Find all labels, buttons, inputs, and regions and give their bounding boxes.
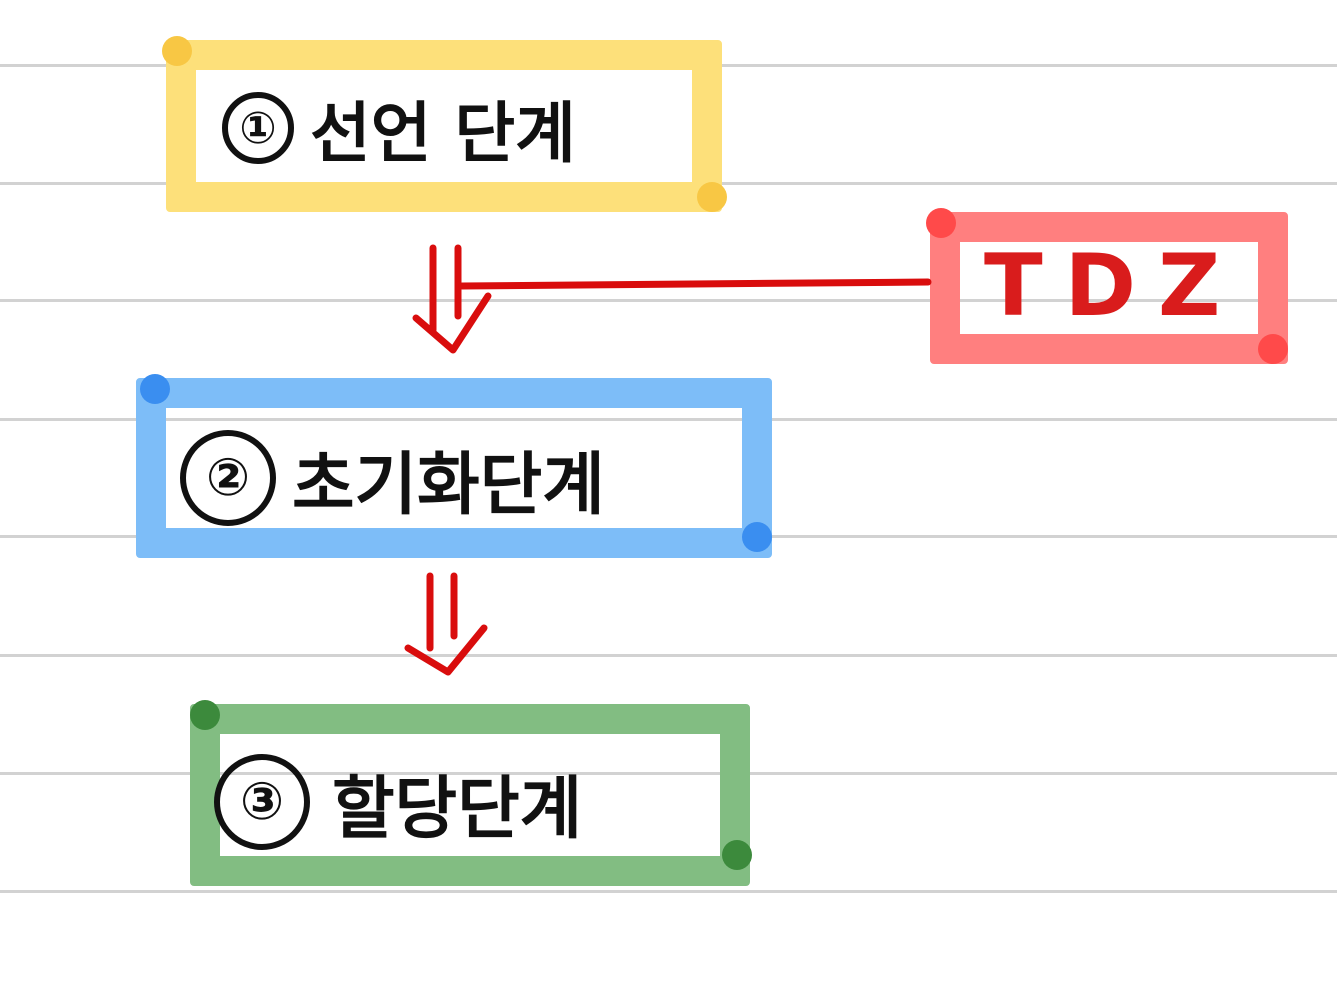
initialization-step-box: [136, 378, 772, 558]
ruled-line: [0, 654, 1337, 657]
step-text: 할당단계: [332, 769, 583, 849]
ruled-line: [0, 890, 1337, 893]
tdz-box: [930, 212, 1288, 364]
down-arrow-1: [412, 292, 492, 354]
marker-dot: [140, 374, 170, 404]
tdz-connector-line: [458, 278, 932, 290]
assignment-step-box: [190, 704, 750, 886]
marker-dot: [162, 36, 192, 66]
marker-dot: [190, 700, 220, 730]
step-number: ①: [222, 92, 294, 164]
declaration-step-box: [166, 40, 722, 212]
ruled-line: [0, 772, 1337, 775]
marker-dot: [697, 182, 727, 212]
step-number: ③: [214, 754, 310, 850]
tdz-label: TDZ: [984, 236, 1243, 336]
marker-dot: [926, 208, 956, 238]
step-text: 선언 단계: [310, 95, 576, 172]
marker-dot: [1258, 334, 1288, 364]
marker-dot: [742, 522, 772, 552]
assignment-step-label: ③ 할당단계: [214, 752, 582, 852]
ruled-line: [0, 299, 1337, 302]
ruled-line: [0, 418, 1337, 421]
step-text: 초기화단계: [292, 445, 605, 525]
marker-dot: [722, 840, 752, 870]
initialization-step-label: ② 초기화단계: [180, 428, 605, 528]
step-number: ②: [180, 430, 276, 526]
down-arrow-2: [404, 624, 488, 676]
declaration-step-label: ① 선언 단계: [222, 82, 576, 174]
